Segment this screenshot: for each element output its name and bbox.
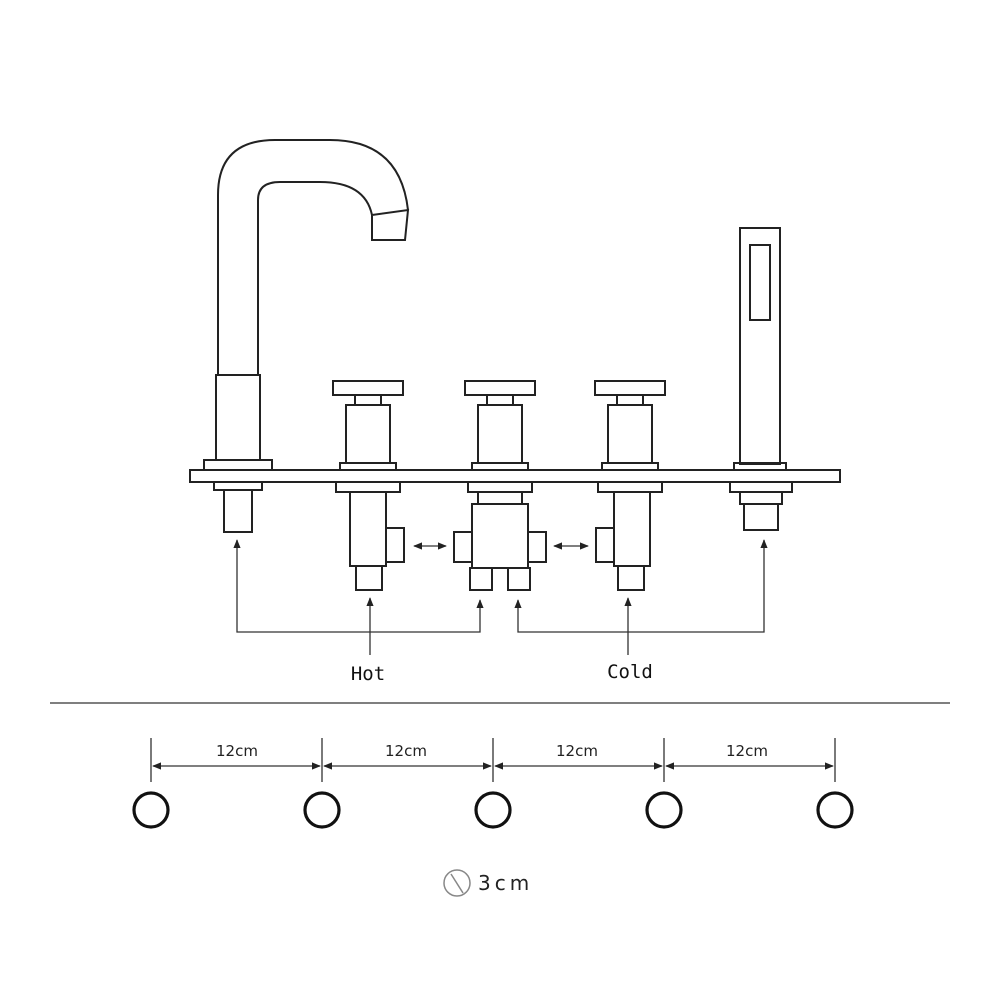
diameter-icon: [443, 869, 471, 897]
mounting-hole: [132, 791, 170, 829]
hole-diameter-label: 3cm: [478, 871, 533, 895]
mounting-hole: [816, 791, 854, 829]
mounting-holes: [132, 791, 854, 829]
hot-valve: [332, 380, 405, 591]
hand-shower: [729, 227, 793, 531]
spacing-label: 12cm: [726, 742, 768, 760]
hose-routing: [233, 539, 768, 655]
diverter-valve: [453, 380, 547, 591]
dimension-extension-lines: [150, 738, 836, 782]
spacing-label: 12cm: [556, 742, 598, 760]
spacing-label: 12cm: [385, 742, 427, 760]
mounting-hole: [474, 791, 512, 829]
spacing-label: 12cm: [216, 742, 258, 760]
deck-plate: [189, 469, 841, 483]
cold-valve: [594, 380, 666, 591]
spout: [203, 139, 410, 533]
cold-label: Cold: [607, 661, 653, 683]
mounting-hole: [303, 791, 341, 829]
mounting-hole: [645, 791, 683, 829]
hot-label: Hot: [351, 663, 385, 685]
